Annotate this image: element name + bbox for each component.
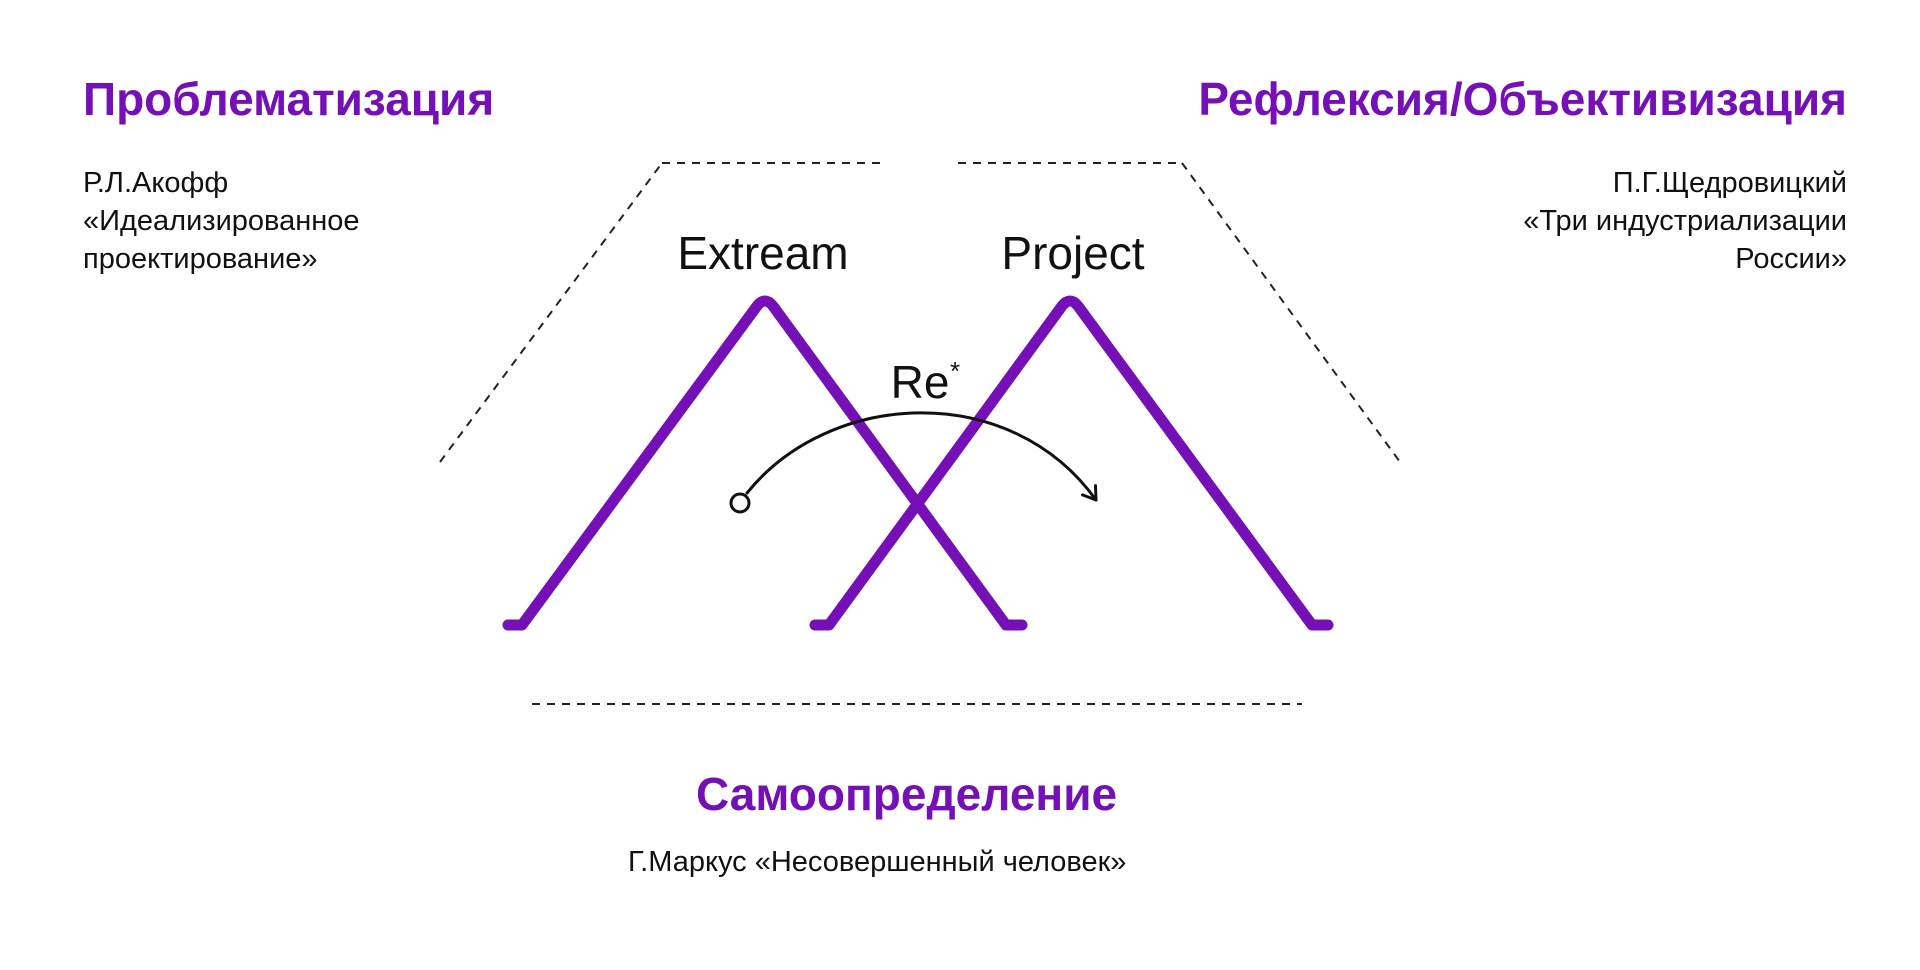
heading-self-determination: Самоопределение: [696, 768, 1118, 820]
note-shchedrovitsky-line-2: «Три индустриализации: [1523, 205, 1847, 237]
note-ackoff-line-1: Р.Л.Акофф: [83, 167, 229, 199]
dashed-line-left-diagonal: [439, 162, 663, 463]
peaks: [502, 295, 1334, 631]
arrow-start-circle: [729, 492, 751, 514]
note-shchedrovitsky-line-1: П.Г.Щедровицкий: [1612, 167, 1847, 199]
project-peak: [809, 295, 1334, 631]
note-shchedrovitsky: П.Г.Щедровицкий «Три индустриализации Ро…: [1523, 164, 1847, 278]
re-arrow: [745, 411, 1098, 502]
label-extream: Extream: [677, 227, 848, 279]
dashed-frame: [439, 162, 1401, 705]
label-re-asterisk: *: [950, 356, 960, 386]
note-shchedrovitsky-line-3: России»: [1735, 243, 1847, 275]
label-project: Project: [1001, 227, 1144, 279]
extream-peak: [502, 295, 1028, 631]
heading-reflection-objectivization: Рефлексия/Объективизация: [1198, 73, 1847, 125]
label-re: Re: [891, 356, 950, 408]
note-markus-line: Г.Маркус «Несовершенный человек»: [628, 846, 1127, 878]
note-ackoff: Р.Л.Акофф «Идеализированное проектирован…: [83, 164, 360, 278]
dashed-line-right-diagonal: [1181, 162, 1401, 463]
note-ackoff-line-3: проектирование»: [83, 243, 318, 275]
note-markus: Г.Маркус «Несовершенный человек»: [628, 843, 1126, 881]
heading-problematization: Проблематизация: [83, 73, 495, 125]
note-ackoff-line-2: «Идеализированное: [83, 205, 360, 237]
